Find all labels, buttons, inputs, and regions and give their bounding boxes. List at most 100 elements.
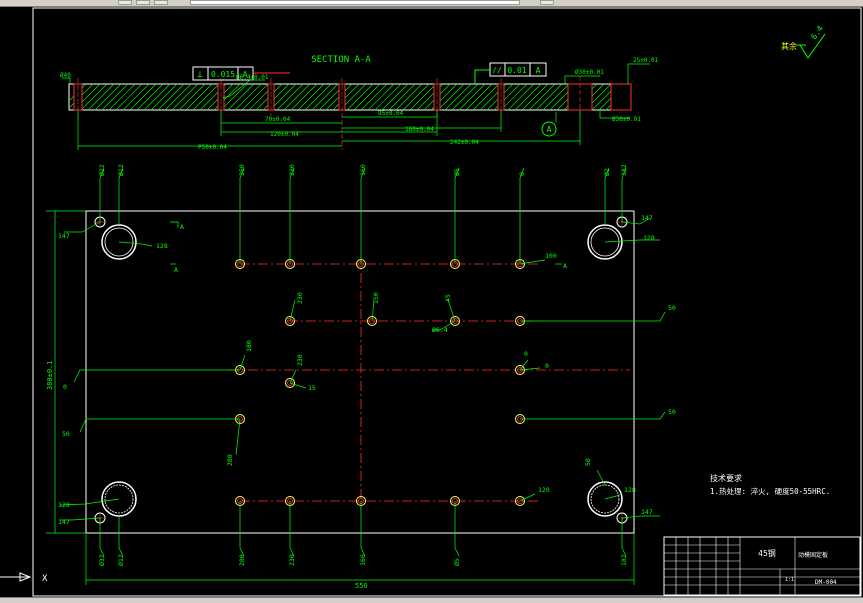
dim-d40: Ø40 [60, 72, 71, 79]
toolbar-button[interactable] [136, 0, 150, 5]
label-left-128-bot: 128 [58, 501, 70, 509]
plan-view: Ø22 Ø12 250 230 160 Ø5 0 Ø2 182 147 128 … [46, 164, 676, 590]
label-cut-a3: A [563, 262, 567, 270]
label-right-50-b: 50 [668, 408, 676, 416]
label-bottom-1: Ø32 [98, 554, 106, 566]
label-row3-5: 0 [545, 362, 549, 370]
label-right-128-top: 128 [643, 234, 655, 242]
label-top-1: 250 [238, 164, 246, 176]
small-hole [285, 316, 295, 326]
label-top-4: Ø5 [453, 168, 461, 176]
dim-d64: Ø6.4±0.01 [236, 74, 269, 81]
plan-labels: Ø22 Ø12 250 230 160 Ø5 0 Ø2 182 147 128 … [46, 164, 676, 590]
label-cut-a2: A [174, 266, 178, 274]
label-row2-2: 150 [372, 292, 380, 304]
dim-d25: 25±0.01 [633, 57, 659, 64]
application-toolbar [0, 0, 863, 7]
roughness-symbol-text: 其余 [781, 41, 797, 51]
parallel-value: 0.01 [507, 66, 526, 75]
label-right-147-top: 147 [641, 214, 653, 222]
label-right-128-bot: 128 [624, 486, 636, 494]
toolbar-button[interactable] [118, 0, 132, 5]
dim-d160: 160±0.04 [405, 126, 434, 133]
label-bottom-5: 160 [359, 554, 367, 566]
small-hole [285, 378, 295, 388]
label-cut-a1: A [180, 223, 184, 231]
label-height-dim: 380±0.1 [46, 360, 54, 390]
technical-requirements: 技术要求 1.热处理: 淬火, 硬度50-55HRC. [710, 473, 830, 496]
perpendicular-tolerance: ⊥ 0.015 A [192, 66, 290, 81]
label-row5-top: 50 [584, 458, 592, 466]
label-row1-right: 100 [545, 252, 557, 260]
parallel-symbol: // [492, 66, 502, 75]
small-hole [367, 316, 377, 326]
plate-outline [85, 210, 635, 534]
dim-d95: 95±0.04 [378, 110, 404, 117]
label-right-50-a: 50 [668, 304, 676, 312]
dim-d50: P50±0.04 [198, 144, 227, 151]
datum-a-circle [541, 121, 557, 137]
label-top-5: 0 [518, 172, 526, 176]
dim-d242: 242±0.04 [450, 139, 479, 146]
label-bottom-3: 280 [238, 554, 246, 566]
drawing-border [32, 7, 862, 597]
label-bottom-2: Ø12 [117, 554, 125, 566]
label-top-right-2: 182 [620, 164, 628, 176]
perpendicular-datum: A [243, 70, 248, 79]
label-bottom-6: Ø5 [453, 558, 461, 566]
label-top-2: 230 [288, 164, 296, 176]
small-holes [235, 259, 525, 506]
section-title: SECTION A-A [311, 55, 371, 65]
label-width-dim: 550 [355, 582, 368, 590]
leader-lines [46, 167, 666, 585]
label-row3-2: 230 [296, 354, 304, 366]
label-row3-1: 180 [245, 340, 253, 352]
parallel-tolerance: // 0.01 A [474, 62, 547, 84]
title-material: 45钢 [758, 548, 776, 558]
title-scale: 1:1 [785, 577, 794, 583]
section-hatching [68, 83, 632, 111]
ucs-icon: X [0, 572, 48, 584]
label-top-left-2: Ø12 [117, 164, 125, 176]
label-row4-1: 280 [226, 454, 234, 466]
title-name: 动模固定板 [798, 551, 828, 559]
guide-hole [587, 481, 623, 517]
label-row2-dia: Ø6.4 [432, 326, 448, 334]
perpendicular-symbol: ⊥ [197, 70, 203, 80]
label-right-147-bot: 147 [641, 508, 653, 516]
title-drawing-no: DM-004 [815, 579, 837, 586]
label-row3-4: 0 [524, 350, 528, 358]
label-left-147-top: 147 [58, 232, 70, 240]
small-hole [515, 365, 525, 375]
toolbar-button[interactable] [540, 0, 554, 5]
perpendicular-value: 0.015 [211, 70, 235, 79]
label-row2-3: 45 [444, 294, 452, 302]
small-hole [515, 496, 525, 506]
ucs-x-label: X [42, 574, 48, 584]
label-top-left-1: Ø22 [98, 164, 106, 176]
datum-a-label: A [547, 125, 552, 134]
small-hole [450, 316, 460, 326]
title-block: 45钢 动模固定板 1:1 DM-004 [663, 536, 861, 596]
label-row3-3: 15 [308, 384, 316, 392]
drawing-canvas[interactable]: SECTION A-A 其余 6.4 [0, 6, 863, 597]
layer-dropdown[interactable] [190, 0, 520, 5]
label-row2-1: 230 [296, 292, 304, 304]
label-row5-right: 120 [538, 486, 550, 494]
section-hole [610, 83, 632, 111]
label-left-0: 0 [63, 383, 67, 391]
section-view: ⊥ 0.015 A // 0.01 A [60, 57, 659, 151]
roughness-value: 6.4 [809, 24, 825, 41]
parallel-datum: A [536, 66, 541, 75]
tech-line-1: 1.热处理: 淬火, 硬度50-55HRC. [710, 486, 830, 496]
tech-title: 技术要求 [710, 473, 742, 483]
toolbar-button[interactable] [154, 0, 168, 5]
label-left-50: 50 [62, 430, 70, 438]
command-bar[interactable] [0, 597, 863, 603]
dim-d36: Ø36±0.01 [612, 116, 641, 123]
label-top-right-1: Ø2 [603, 168, 611, 176]
dim-d70: 70±0.04 [265, 116, 291, 123]
dim-d120: 120±0.04 [270, 131, 299, 138]
roughness-mark: 其余 6.4 [781, 24, 826, 59]
label-left-128-top: 128 [156, 242, 168, 250]
